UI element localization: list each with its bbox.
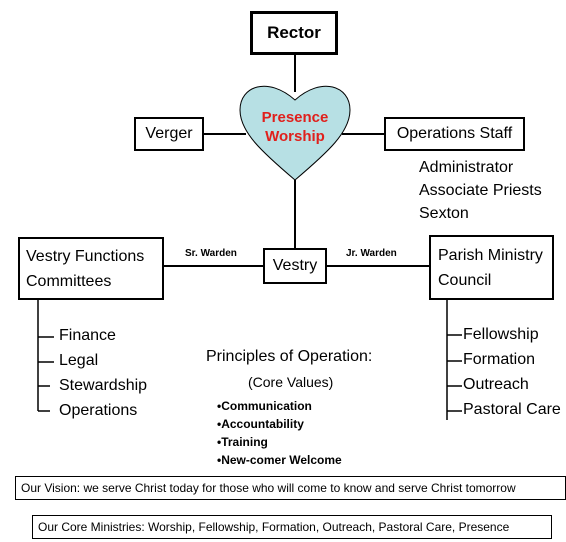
operations-staff-label: Operations Staff <box>396 125 513 142</box>
core-ministries-box: Our Core Ministries: Worship, Fellowship… <box>32 515 552 539</box>
vestry-functions-box: Vestry Functions Committees <box>18 237 164 300</box>
jr-warden-label: Jr. Warden <box>346 248 397 259</box>
parish-item-formation: Formation <box>463 351 536 368</box>
vestry-box: Vestry <box>263 248 327 284</box>
staff-associate-priests: Associate Priests <box>419 182 542 199</box>
heart-shape <box>239 85 351 181</box>
vision-box: Our Vision: we serve Christ today for th… <box>15 476 566 500</box>
committee-legal: Legal <box>59 352 99 369</box>
parish-council-label-line2: Council <box>438 272 492 289</box>
verger-label: Verger <box>145 125 193 142</box>
staff-administrator: Administrator <box>419 159 514 176</box>
committee-stewardship: Stewardship <box>59 377 148 394</box>
principle-accountability: •Accountability <box>217 417 304 431</box>
parish-item-pastoral-care: Pastoral Care <box>463 401 561 418</box>
heart-label-presence: Presence <box>261 109 329 126</box>
parish-items-bracket <box>446 300 462 420</box>
principles-title: Principles of Operation: <box>206 348 373 365</box>
sr-warden-label: Sr. Warden <box>185 248 237 259</box>
heart-label-worship: Worship <box>265 128 325 145</box>
verger-box: Verger <box>134 117 204 151</box>
vestry-committees-bracket <box>37 300 54 412</box>
committee-finance: Finance <box>59 327 116 344</box>
rector-label: Rector <box>267 23 321 42</box>
parish-item-outreach: Outreach <box>463 376 529 393</box>
parish-council-box: Parish Ministry Council <box>429 235 554 300</box>
rector-box: Rector <box>250 11 338 55</box>
vestry-label: Vestry <box>272 257 318 274</box>
committee-operations: Operations <box>59 402 138 419</box>
principles-subtitle: (Core Values) <box>248 374 334 390</box>
vestry-functions-label-line2: Committees <box>26 273 112 290</box>
parish-item-fellowship: Fellowship <box>463 326 539 343</box>
principle-training: •Training <box>217 435 268 449</box>
principle-communication: •Communication <box>217 399 312 413</box>
vestry-functions-label-line1: Vestry Functions <box>26 248 145 265</box>
vision-text: Our Vision: we serve Christ today for th… <box>21 481 516 495</box>
parish-council-label-line1: Parish Ministry <box>438 247 543 264</box>
core-ministries-text: Our Core Ministries: Worship, Fellowship… <box>38 520 510 534</box>
staff-sexton: Sexton <box>419 205 469 222</box>
principle-newcomer-welcome: •New-comer Welcome <box>217 453 342 467</box>
operations-staff-box: Operations Staff <box>384 117 525 151</box>
